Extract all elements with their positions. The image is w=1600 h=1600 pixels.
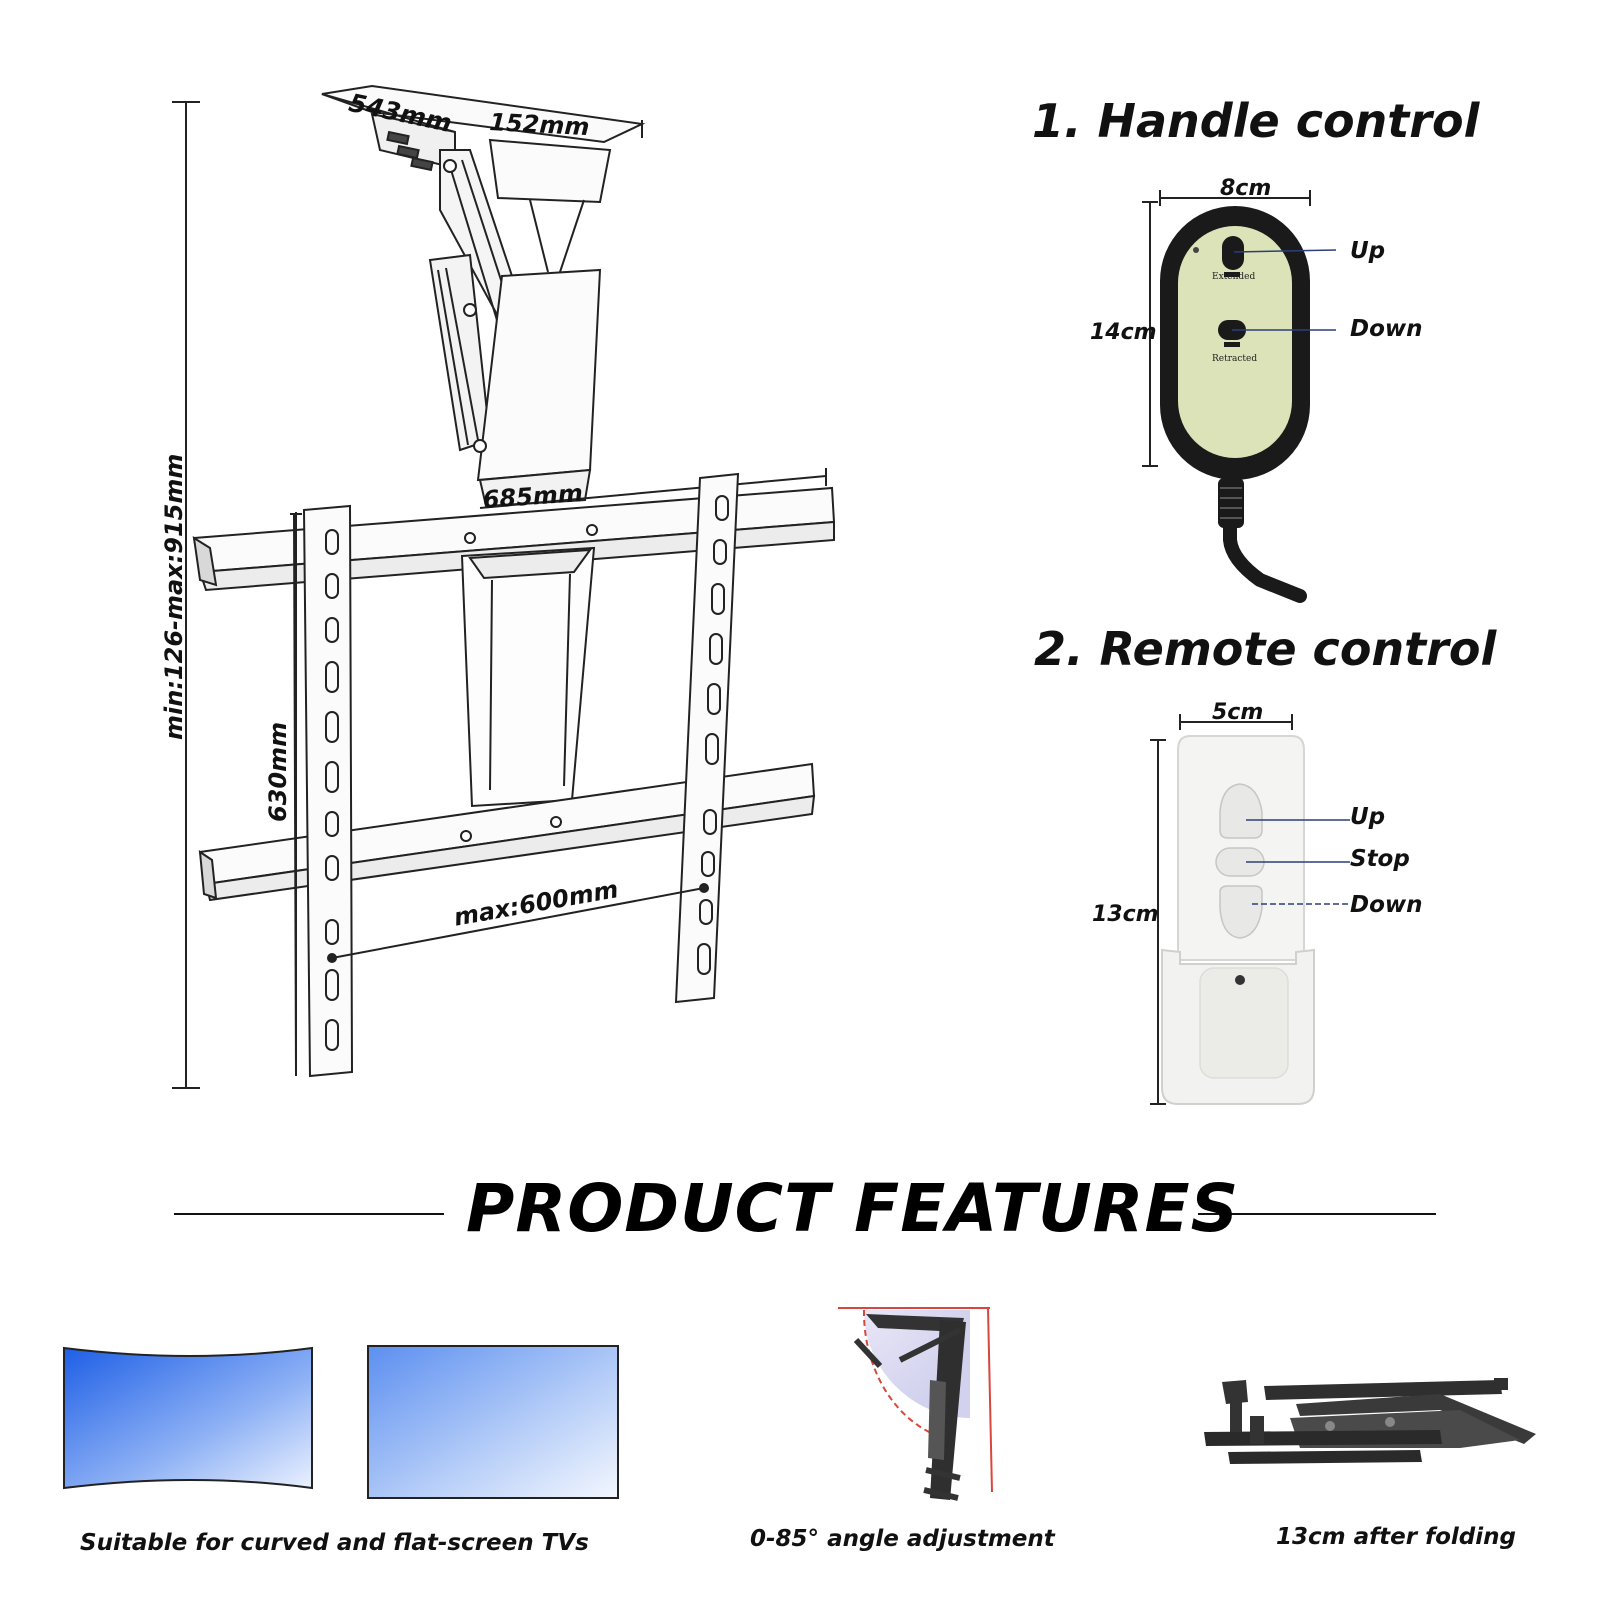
remote-stop-label: Stop: [1350, 846, 1410, 872]
handle-controller-icon: [1142, 190, 1337, 603]
handle-up-label: Up: [1350, 238, 1386, 264]
remote-control-title: 2. Remote control: [1034, 622, 1497, 676]
handle-width-label: 8cm: [1220, 176, 1272, 201]
tv-mount-drawing: [172, 84, 836, 1089]
tv-screens-icon: [63, 1345, 619, 1499]
handle-down-label: Down: [1350, 316, 1423, 342]
handle-retracted-text: Retracted: [1212, 354, 1258, 364]
angle-adjustment-icon: [838, 1307, 993, 1501]
feature-caption-angle: 0-85° angle adjustment: [750, 1526, 1055, 1552]
remote-width-label: 5cm: [1212, 700, 1264, 725]
dim-bracket-height-label: 630mm: [264, 721, 292, 822]
remote-controller-icon: [1150, 714, 1350, 1105]
handle-extended-text: Extended: [1212, 272, 1256, 282]
handle-control-title: 1. Handle control: [1032, 94, 1480, 148]
remote-height-label: 13cm: [1092, 902, 1159, 927]
feature-caption-screens: Suitable for curved and flat-screen TVs: [80, 1530, 589, 1556]
feature-caption-folding: 13cm after folding: [1276, 1524, 1516, 1550]
remote-down-label: Down: [1350, 892, 1423, 918]
folded-mount-icon: [1204, 1378, 1536, 1464]
remote-up-label: Up: [1350, 804, 1386, 830]
dim-bar-width-label: 685mm: [481, 479, 584, 514]
product-features-title: PRODUCT FEATURES: [466, 1170, 1240, 1247]
dim-top-width-label: 152mm: [488, 108, 591, 142]
dim-height-range-label: min:126-max:915mm: [160, 453, 188, 740]
handle-height-label: 14cm: [1090, 320, 1157, 345]
